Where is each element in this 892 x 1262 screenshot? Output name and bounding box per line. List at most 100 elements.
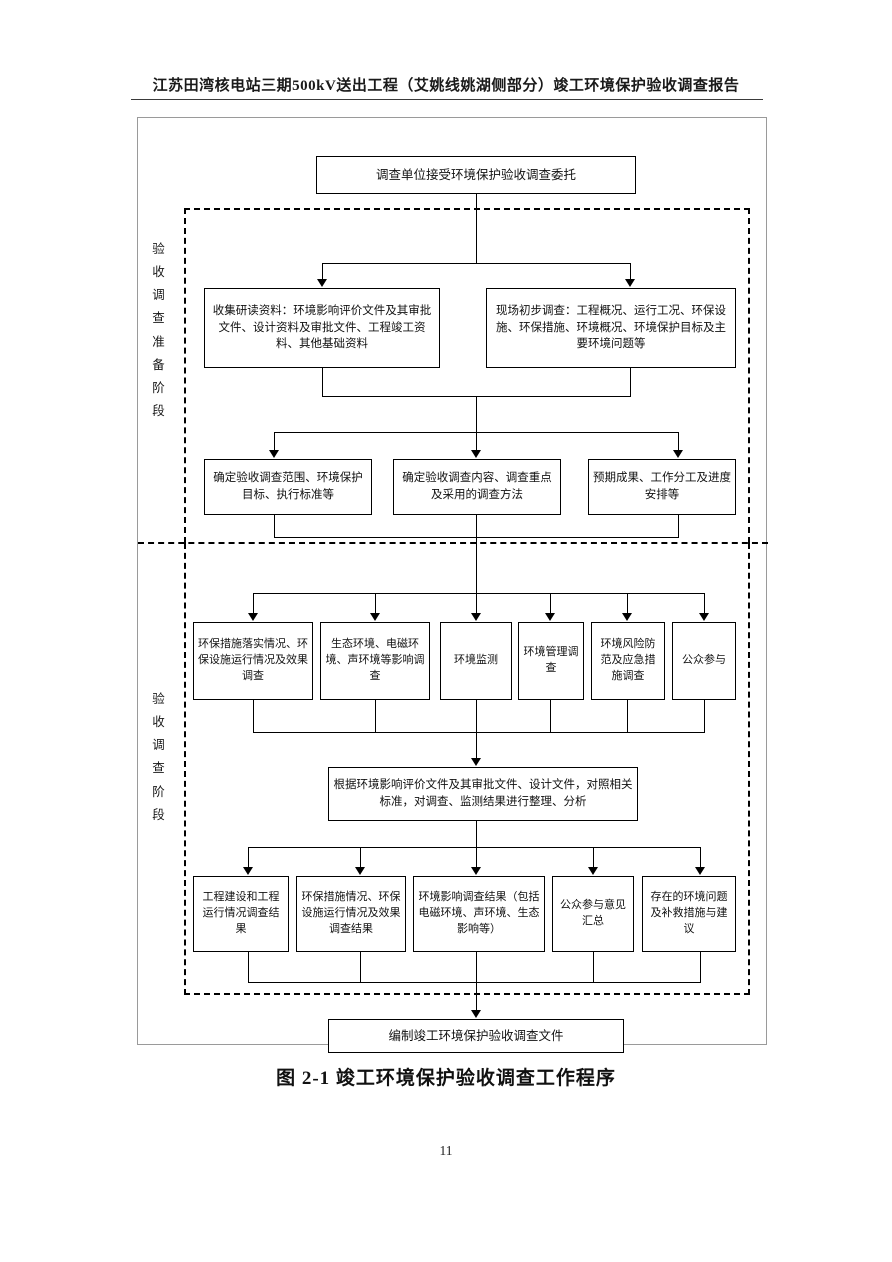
node-env-monitoring: 环境监测 — [440, 622, 512, 700]
node-result-env-measures: 环保措施情况、环保设施运行情况及效果调查结果 — [296, 876, 406, 952]
connector-expected-down — [678, 515, 679, 537]
connector-analysis-down — [476, 732, 477, 760]
connector-prep-left-drop — [322, 263, 323, 281]
connector-inv-r1-c4 — [550, 593, 551, 615]
connector-prep-row2-left — [274, 432, 275, 452]
connector-res-m1 — [248, 952, 249, 982]
stage-label-char: 查 — [152, 311, 166, 326]
connector-start-down — [476, 194, 477, 263]
stage-label-investigation: 验 收 调 查 阶 段 — [146, 688, 172, 827]
node-collect-materials: 收集研读资料：环境影响评价文件及其审批文件、设计资料及审批文件、工程竣工资料、其… — [204, 288, 440, 368]
connector-inv-r1-c5 — [627, 593, 628, 615]
connector-res-m5 — [700, 952, 701, 982]
connector-res-c5 — [700, 847, 701, 869]
node-eco-em-noise-survey: 生态环境、电磁环境、声环境等影响调查 — [320, 622, 430, 700]
node-label: 环境风险防范及应急措施调查 — [600, 638, 656, 682]
node-env-risk-emergency-survey: 环境风险防范及应急措施调查 — [591, 622, 665, 700]
node-define-scope: 确定验收调查范围、环境保护目标、执行标准等 — [204, 459, 372, 515]
running-header: 江苏田湾核电站三期500kV送出工程（艾姚线姚湖侧部分）竣工环境保护验收调查报告 — [152, 78, 740, 94]
connector-inv-row1-bus — [253, 593, 704, 594]
arrow-inv-r1-c2 — [370, 613, 380, 621]
node-public-participation: 公众参与 — [672, 622, 736, 700]
node-result-construction-operation: 工程建设和工程运行情况调查结果 — [193, 876, 289, 952]
connector-inv-r1-m5 — [627, 700, 628, 732]
node-end: 编制竣工环境保护验收调查文件 — [328, 1019, 624, 1053]
figure-frame: 验 收 调 查 准 备 阶 段 验 收 调 查 阶 段 调查单位接受环境保护验收… — [137, 117, 768, 1053]
connector-inv-merge-bus — [253, 732, 705, 733]
connector-end-down — [476, 982, 477, 1012]
arrow-inv-r1-c5 — [622, 613, 632, 621]
node-label: 确定验收调查内容、调查重点及采用的调查方法 — [402, 472, 552, 501]
arrow-analysis — [471, 758, 481, 766]
node-define-content: 确定验收调查内容、调查重点及采用的调查方法 — [393, 459, 561, 515]
connector-res-m4 — [593, 952, 594, 982]
node-label: 预期成果、工作分工及进度安排等 — [593, 472, 731, 501]
connector-collect-down — [322, 368, 323, 396]
arrow-inv-r1-c1 — [248, 613, 258, 621]
connector-inv-r1-m1 — [253, 700, 254, 732]
stage-label-char: 查 — [152, 761, 166, 776]
node-label: 确定验收调查范围、环境保护目标、执行标准等 — [213, 472, 363, 501]
connector-res-merge-bus — [248, 982, 701, 983]
arrow-prep-left — [317, 279, 327, 287]
node-result-public-opinion: 公众参与意见汇总 — [552, 876, 634, 952]
node-label: 编制竣工环境保护验收调查文件 — [388, 1028, 564, 1043]
connector-inv-r1-c6 — [704, 593, 705, 615]
connector-survey-down — [630, 368, 631, 396]
node-result-env-impact: 环境影响调查结果（包括电磁环境、声环境、生态影响等） — [413, 876, 545, 952]
connector-content-down — [476, 515, 477, 537]
connector-inv-r1-c1 — [253, 593, 254, 615]
connector-prep-right-drop — [630, 263, 631, 281]
arrow-res-c4 — [588, 867, 598, 875]
node-label: 现场初步调查：工程概况、运行工况、环保设施、环保措施、环境概况、环境保护目标及主… — [496, 304, 726, 351]
node-label: 收集研读资料：环境影响评价文件及其审批文件、设计资料及审批文件、工程竣工资料、其… — [212, 304, 432, 351]
arrow-prep-row2-mid — [471, 450, 481, 458]
connector-prep-merge-down — [476, 396, 477, 432]
connector-res-m3 — [476, 952, 477, 982]
connector-analysis-exit — [476, 821, 477, 847]
stage-label-char: 段 — [152, 807, 166, 822]
connector-inv-r1-m4 — [550, 700, 551, 732]
node-env-measures-survey: 环保措施落实情况、环保设施运行情况及效果调查 — [193, 622, 313, 700]
connector-inv-r1-m6 — [704, 700, 705, 732]
stage-label-char: 收 — [152, 265, 166, 280]
connector-prep-row2-right — [678, 432, 679, 452]
stage-label-char: 收 — [152, 715, 166, 730]
stage-label-char: 调 — [152, 738, 166, 753]
node-label: 公众参与意见汇总 — [560, 899, 626, 927]
stage-label-char: 调 — [152, 288, 166, 303]
node-label: 存在的环境问题及补救措施与建议 — [650, 891, 728, 935]
stage-region-preparation — [184, 208, 750, 543]
arrow-end — [471, 1010, 481, 1018]
node-label: 环境管理调查 — [523, 646, 579, 674]
arrow-prep-right — [625, 279, 635, 287]
node-label: 工程建设和工程运行情况调查结果 — [202, 891, 280, 935]
node-analysis: 根据环境影响评价文件及其审批文件、设计文件，对照相关标准，对调查、监测结果进行整… — [328, 767, 638, 821]
arrow-prep-row2-right — [673, 450, 683, 458]
page-number: 11 — [439, 1143, 453, 1158]
node-label: 环保措施落实情况、环保设施运行情况及效果调查 — [198, 638, 308, 682]
node-label: 环境影响调查结果（包括电磁环境、声环境、生态影响等） — [418, 891, 540, 935]
connector-res-m2 — [360, 952, 361, 982]
stage-label-char: 段 — [152, 403, 166, 418]
connector-results-bus — [248, 847, 700, 848]
connector-res-c1 — [248, 847, 249, 869]
arrow-prep-row2-left — [269, 450, 279, 458]
header-rule — [131, 99, 763, 100]
connector-res-c2 — [360, 847, 361, 869]
arrow-inv-r1-c4 — [545, 613, 555, 621]
connector-res-c4 — [593, 847, 594, 869]
node-label: 调查单位接受环境保护验收调查委托 — [375, 167, 576, 182]
node-label: 生态环境、电磁环境、声环境等影响调查 — [325, 638, 425, 682]
node-site-preliminary-survey: 现场初步调查：工程概况、运行工况、环保设施、环保措施、环境概况、环境保护目标及主… — [486, 288, 736, 368]
stage-region-investigation — [184, 543, 750, 995]
arrow-inv-r1-c6 — [699, 613, 709, 621]
node-label: 环境监测 — [454, 654, 498, 667]
connector-inv-r1-c2 — [375, 593, 376, 615]
node-label: 环保措施情况、环保设施运行情况及效果调查结果 — [301, 891, 401, 935]
stage-label-preparation: 验 收 调 查 准 备 阶 段 — [146, 238, 172, 423]
stage-label-char: 阶 — [152, 784, 166, 799]
stage-label-char: 准 — [152, 334, 166, 349]
arrow-inv-r1-c3 — [471, 613, 481, 621]
stage-label-char: 阶 — [152, 380, 166, 395]
